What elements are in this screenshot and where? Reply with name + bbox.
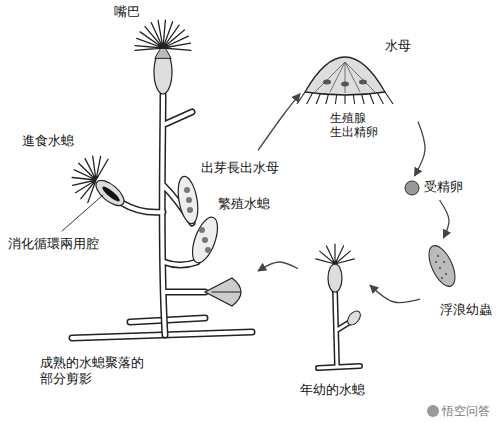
stage-node: 浮浪幼蟲	[420, 238, 498, 320]
larva-cilia	[435, 255, 447, 279]
part-label: 嘴巴	[114, 4, 140, 20]
part-label: 進食水螅	[22, 133, 74, 149]
young-stalk	[318, 290, 360, 368]
stage-label: 年幼的水螅	[300, 382, 365, 398]
leader-line	[62, 195, 103, 231]
cycle-arrow	[440, 200, 449, 238]
gonads	[323, 80, 367, 87]
medusa-bell	[305, 57, 385, 95]
stage-label: 水母	[385, 38, 411, 54]
stage-node: 受精卵	[400, 176, 472, 200]
planula	[424, 242, 461, 290]
stage-label: 成熟的水螅聚落的 部分剪影	[40, 355, 148, 388]
medusa-buds	[184, 187, 211, 253]
stage-node: 年幼的水螅	[298, 236, 370, 400]
tentacles	[135, 20, 191, 50]
edge-label: 出芽長出水母	[200, 160, 280, 176]
radial-canals	[315, 62, 375, 93]
cycle-arrow	[258, 262, 298, 271]
watermark-icon	[427, 405, 439, 417]
cycle-arrow	[258, 94, 300, 151]
bell-bud	[205, 278, 241, 306]
young-bud	[345, 309, 363, 328]
gut-cavity	[101, 185, 122, 204]
cycle-arrow	[414, 122, 425, 176]
stage-label: 浮浪幼蟲	[440, 302, 492, 318]
larva-drawing	[424, 242, 461, 290]
egg	[405, 181, 419, 195]
colony-drawing	[62, 20, 252, 338]
colony-stalk	[122, 95, 205, 335]
stage-label: 生殖腺 生出精卵	[330, 112, 380, 140]
part-label: 繁殖水螅	[218, 196, 270, 212]
watermark: 悟空问答	[442, 404, 490, 418]
young-hydranth	[328, 264, 342, 292]
feeding-polyp	[92, 176, 128, 210]
stage-label: 受精卵	[424, 179, 463, 195]
stage-node: 成熟的水螅聚落的 部分剪影	[30, 30, 258, 395]
part-label: 消化循環兩用腔	[8, 236, 99, 252]
young-polyp-drawing	[316, 244, 363, 368]
young-stalk	[318, 290, 360, 368]
cycle-arrow	[370, 285, 420, 302]
medusa-drawing	[297, 57, 393, 104]
colony-stalk	[122, 95, 205, 335]
tentacles	[316, 244, 355, 264]
gonangium	[187, 214, 222, 266]
stage-node: 水母生殖腺 生出精卵	[300, 32, 418, 144]
gonangium	[175, 175, 201, 225]
